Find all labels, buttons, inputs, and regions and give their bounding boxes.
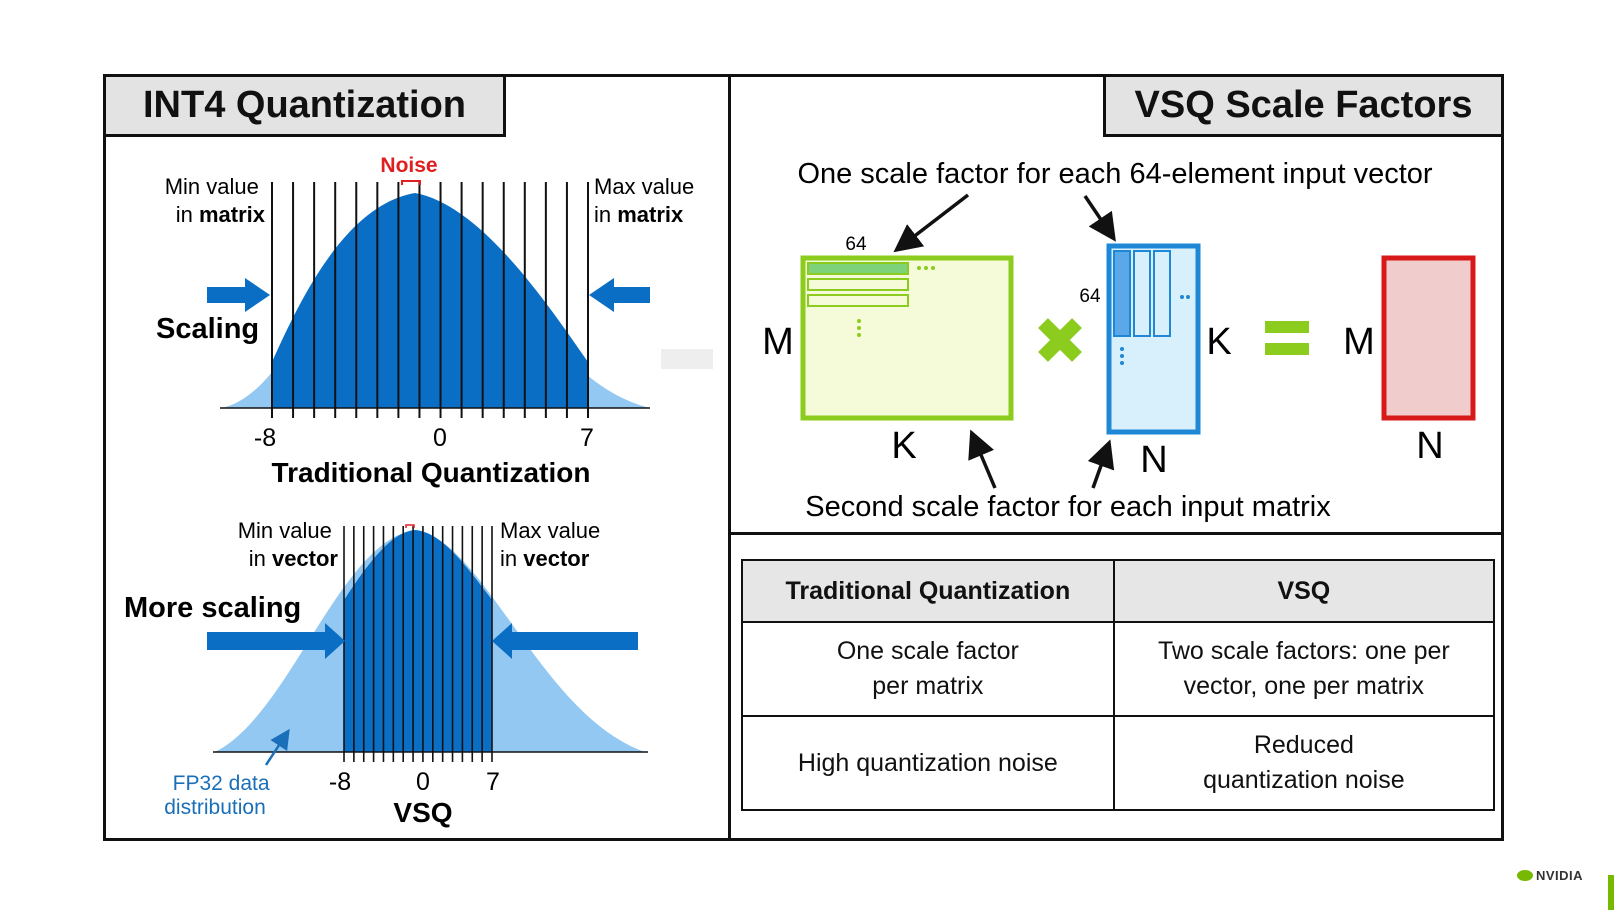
nvidia-eye-icon bbox=[1517, 870, 1533, 881]
top-max-label: Max value in matrix bbox=[594, 174, 700, 227]
matrix-b-vector-2 bbox=[1133, 250, 1151, 337]
nvidia-logo: NVIDIA bbox=[1517, 868, 1583, 883]
matrix-b-h-dots bbox=[1180, 295, 1190, 299]
matrix-c-rows: M bbox=[1343, 321, 1375, 363]
bottom-left-arrow bbox=[207, 623, 345, 659]
matrix-c bbox=[1381, 255, 1476, 421]
bottom-tick-7: 7 bbox=[486, 768, 500, 796]
table-header-row: Traditional Quantization VSQ bbox=[741, 559, 1496, 623]
top-tick-0: 0 bbox=[433, 424, 447, 452]
table-header-traditional: Traditional Quantization bbox=[741, 559, 1115, 623]
matrix-a-v-dots bbox=[857, 319, 861, 337]
matrix-c-cols: N bbox=[1416, 425, 1443, 467]
matrix-a-h-dots bbox=[917, 266, 935, 270]
fp32-pointer bbox=[264, 728, 290, 766]
table-cell: High quantization noise bbox=[741, 715, 1115, 811]
matrix-a-vector-3 bbox=[807, 294, 909, 307]
matrix-a-vec-label: 64 bbox=[845, 234, 867, 255]
bottom-min-label: Min value in vector bbox=[238, 518, 339, 571]
bottom-noise-bracket bbox=[405, 524, 415, 528]
top-caption: One scale factor for each 64-element inp… bbox=[797, 158, 1432, 190]
equals-sign bbox=[1265, 321, 1309, 355]
top-min-label: Min value in matrix bbox=[165, 174, 266, 227]
top-quant-lines bbox=[271, 182, 589, 418]
accent-bar bbox=[1608, 875, 1614, 910]
matrix-a-cols: K bbox=[891, 425, 916, 467]
comparison-table: Traditional Quantization VSQ One scale f… bbox=[741, 559, 1496, 811]
matrix-b-vector-3 bbox=[1153, 250, 1171, 337]
top-dark-curve bbox=[272, 193, 588, 408]
matrix-a-rows: M bbox=[762, 321, 794, 363]
vsq-title: VSQ Scale Factors bbox=[1103, 74, 1504, 137]
top-distribution bbox=[222, 193, 650, 408]
gray-placeholder bbox=[661, 349, 713, 369]
traditional-quant-caption: Traditional Quantization bbox=[272, 457, 591, 488]
times-sign bbox=[1038, 318, 1082, 362]
bottom-tick-neg8: -8 bbox=[329, 768, 351, 796]
right-divider bbox=[728, 532, 1504, 535]
bottom-dark-curve bbox=[344, 530, 492, 752]
matrix-a-vector-1 bbox=[807, 262, 909, 275]
table-header-vsq: VSQ bbox=[1112, 559, 1496, 623]
bottom-quant-lines bbox=[343, 526, 493, 762]
bottom-right-arrow bbox=[492, 623, 638, 659]
matrix-b-vector-1 bbox=[1113, 250, 1131, 337]
bottom-max-label: Max value in vector bbox=[500, 518, 606, 571]
vsq-caption: VSQ bbox=[393, 797, 452, 828]
scaling-label: Scaling bbox=[156, 313, 259, 345]
top-tick-neg8: -8 bbox=[254, 424, 276, 452]
matrix-a-vector-2 bbox=[807, 278, 909, 291]
bottom-caption: Second scale factor for each input matri… bbox=[805, 491, 1331, 523]
top-right-arrow bbox=[589, 278, 650, 312]
matrix-b-rows: K bbox=[1206, 321, 1231, 363]
matrix-b-vec-label: 64 bbox=[1079, 286, 1101, 307]
noise-label: Noise bbox=[380, 154, 437, 177]
matrix-b-cols: N bbox=[1140, 439, 1167, 481]
noise-bracket bbox=[401, 180, 421, 185]
top-left-arrow bbox=[207, 278, 270, 312]
more-scaling-label: More scaling bbox=[124, 592, 301, 624]
arrow-to-matrix-a bbox=[968, 429, 997, 489]
arrow-to-matrix-b bbox=[1087, 439, 1115, 489]
int4-title: INT4 Quantization bbox=[103, 74, 506, 137]
bottom-distribution bbox=[215, 530, 645, 752]
matrix-b-v-dots bbox=[1120, 347, 1124, 365]
bottom-tick-0: 0 bbox=[416, 768, 430, 796]
arrow-to-a-vector bbox=[893, 193, 970, 253]
fp32-label: FP32 data distribution bbox=[164, 772, 275, 819]
top-tick-7: 7 bbox=[580, 424, 594, 452]
arrow-to-b-vector bbox=[1083, 195, 1116, 242]
